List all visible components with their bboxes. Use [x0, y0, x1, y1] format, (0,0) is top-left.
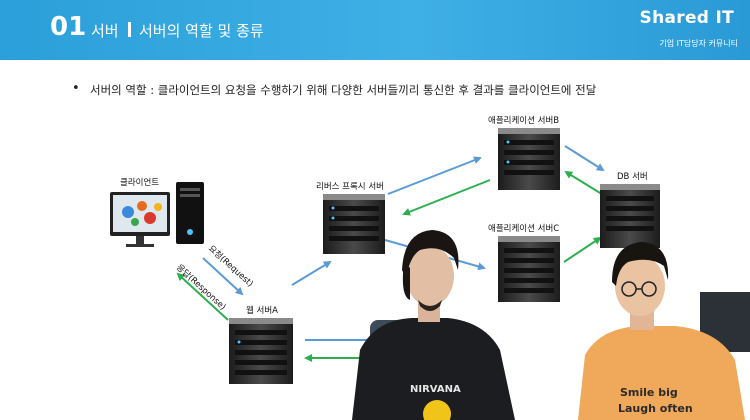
db-to-appC-arrow	[563, 236, 602, 263]
web-to-proxy-arrow	[291, 260, 332, 286]
bullet-text: 서버의 역할 : 클라이언트의 요청을 수행하기 위해 다양한 서버들끼리 통신…	[90, 83, 597, 97]
shirt-right-line2: Laugh often	[618, 402, 693, 415]
response-label: 응답(Response)	[174, 262, 228, 312]
request-arrow	[202, 257, 244, 296]
presenter-left-image: NIRVANA	[352, 230, 515, 420]
proxy-server-label: 리버스 프록시 서버	[316, 182, 384, 192]
section-subtitle: 서버의 역할 및 종류	[139, 22, 264, 40]
title-divider	[128, 22, 131, 37]
app-server-c-label: 애플리케이션 서버C	[488, 224, 560, 234]
db-server-icon	[600, 184, 660, 248]
section-number: 01	[50, 12, 87, 42]
app-server-c-icon	[498, 236, 560, 302]
proxy-to-appB-arrow	[387, 156, 482, 195]
appB-to-db-arrow	[564, 145, 605, 172]
client-label: 클라이언트	[120, 178, 160, 188]
app-server-b-icon	[498, 128, 560, 190]
app-server-b-label: 애플리케이션 서버B	[488, 116, 560, 126]
db-to-appB-arrow	[564, 170, 606, 197]
header-bar: 01 서버 서버의 역할 및 종류 Shared IT 기업 IT담당자 커뮤니…	[0, 0, 750, 60]
bullet-marker: •	[72, 81, 80, 96]
reverse-proxy-server-icon	[323, 194, 385, 254]
presenter-right-image: Smile big Laugh often	[578, 242, 750, 420]
web-server-a-icon	[229, 318, 293, 384]
shirt-left-text: NIRVANA	[410, 384, 461, 395]
db-server-label: DB 서버	[617, 172, 648, 182]
web-server-label: 웹 서버A	[246, 306, 278, 316]
brand-tagline: 기업 IT담당자 커뮤니티	[659, 39, 738, 48]
brand-logo: Shared IT	[639, 8, 734, 28]
section-title: 서버	[91, 22, 119, 40]
client-computer-icon	[110, 182, 204, 247]
shirt-right-line1: Smile big	[620, 386, 678, 399]
response-arrow	[176, 272, 229, 321]
appB-to-proxy-arrow	[402, 179, 491, 216]
